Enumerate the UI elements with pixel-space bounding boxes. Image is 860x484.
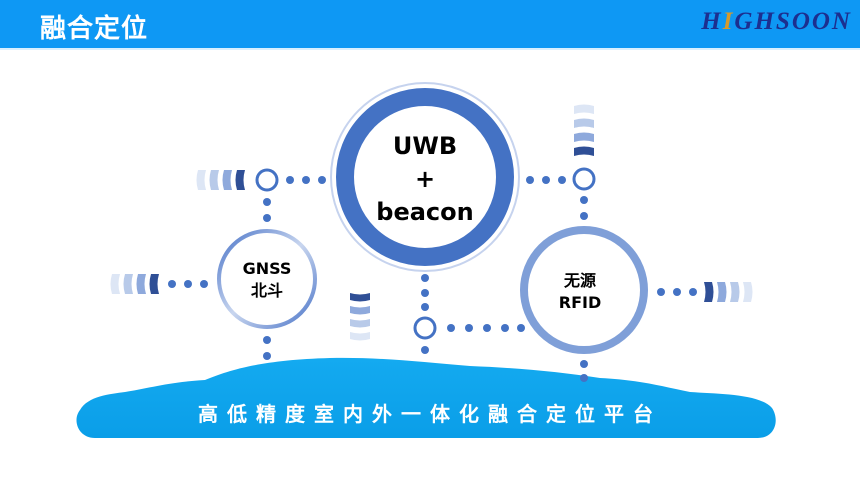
uwb-beacon-label: UWB + beacon <box>350 130 500 229</box>
logo-part-rest: GHSOON <box>734 8 852 35</box>
header-bar: 融合定位 HIGHSOON <box>0 0 860 50</box>
connector-node-icon <box>572 167 596 191</box>
gnss-node <box>217 229 317 329</box>
highsoon-logo: HIGHSOON <box>701 8 852 36</box>
dot-icon <box>263 214 271 222</box>
signal-wave-icon <box>704 282 753 302</box>
page-title: 融合定位 <box>40 14 149 44</box>
dot-icon <box>168 280 176 288</box>
rfid-label-line2: RFID <box>558 293 602 312</box>
dot-icon <box>447 324 455 332</box>
dot-icon <box>517 324 525 332</box>
dot-icon <box>673 288 681 296</box>
dot-icon <box>580 374 588 382</box>
plus-label: + <box>414 165 436 193</box>
dot-icon <box>580 360 588 368</box>
rfid-label-line1: 无源 <box>563 271 596 290</box>
gnss-label-line1: GNSS <box>242 259 292 278</box>
rfid-node <box>520 226 648 354</box>
gnss-label-line2: 北斗 <box>250 281 283 300</box>
platform-cloud <box>76 357 776 438</box>
uwb-label: UWB <box>392 132 458 160</box>
dot-icon <box>657 288 665 296</box>
dot-icon <box>483 324 491 332</box>
dot-icon <box>465 324 473 332</box>
dot-icon <box>689 288 697 296</box>
dot-icon <box>200 280 208 288</box>
signal-wave-icon <box>350 293 370 341</box>
signal-wave-icon <box>110 274 159 294</box>
logo-part-h: H <box>701 8 723 35</box>
dot-icon <box>263 336 271 344</box>
dot-icon <box>542 176 550 184</box>
logo-part-i: I <box>722 8 735 35</box>
dot-icon <box>318 176 326 184</box>
beacon-label: beacon <box>376 198 474 226</box>
dot-icon <box>421 274 429 282</box>
dot-icon <box>263 198 271 206</box>
gnss-label: GNSS 北斗 <box>222 258 312 302</box>
dot-icon <box>286 176 294 184</box>
uwb-beacon-node <box>330 82 520 272</box>
connector-dots <box>168 176 697 382</box>
dot-icon <box>263 352 271 360</box>
dot-icon <box>421 303 429 311</box>
platform-label: 高低精度室内外一体化融合定位平台 <box>198 402 662 426</box>
dot-icon <box>526 176 534 184</box>
signal-wave-icon <box>196 170 245 190</box>
rfid-label: 无源 RFID <box>530 270 630 314</box>
dot-icon <box>580 196 588 204</box>
signal-wave-icon <box>574 104 594 156</box>
connector-node-icon <box>413 316 437 340</box>
dot-icon <box>558 176 566 184</box>
dot-icon <box>421 289 429 297</box>
dot-icon <box>302 176 310 184</box>
dot-icon <box>580 212 588 220</box>
dot-icon <box>421 346 429 354</box>
connector-node-icon <box>255 168 279 192</box>
dot-icon <box>184 280 192 288</box>
dot-icon <box>501 324 509 332</box>
